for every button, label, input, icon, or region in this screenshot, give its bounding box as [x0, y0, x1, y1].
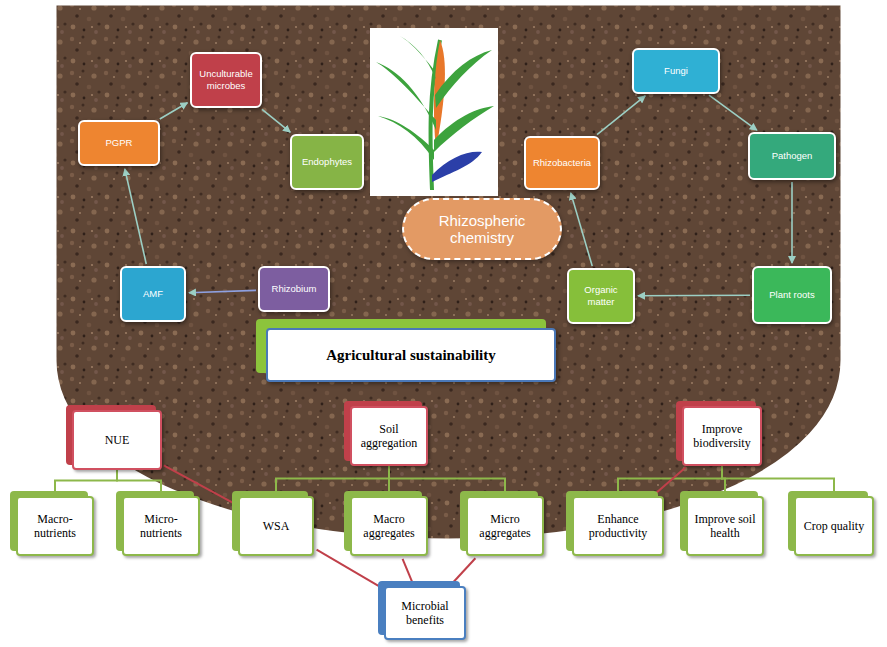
- flow-arrow: [189, 290, 256, 292]
- benefit-box: Improve biodiversity: [682, 406, 762, 466]
- detail-box: Macro-nutrients: [16, 496, 94, 556]
- green-leaf: [376, 62, 436, 130]
- factor-box: Organic matter: [567, 268, 635, 324]
- flow-arrow: [125, 169, 146, 264]
- link-line: [451, 558, 475, 584]
- green-leaf: [400, 36, 436, 80]
- factor-box: Plant roots: [752, 266, 832, 324]
- node-label: Unculturable microbes: [197, 68, 255, 92]
- blue-leaf: [432, 152, 482, 182]
- node-label: Improve soil health: [693, 512, 757, 541]
- green-leaf: [378, 116, 434, 160]
- detail-box: Micro aggregates: [466, 496, 544, 556]
- flow-arrow: [571, 193, 592, 266]
- link-line: [117, 470, 161, 491]
- microbe-box: Rhizobacteria: [524, 136, 600, 190]
- node-label: Pathogen: [772, 150, 813, 162]
- flow-arrow: [262, 109, 290, 132]
- node-label: Rhizospheric chemistry: [409, 212, 555, 246]
- chemistry-pill: Rhizospheric chemistry: [402, 198, 562, 260]
- node-label: Macro-nutrients: [23, 512, 87, 541]
- microbe-box: PGPR: [78, 120, 160, 166]
- node-label: Microbial benefits: [391, 599, 459, 628]
- detail-box: WSA: [238, 496, 314, 556]
- flow-arrow: [597, 96, 645, 135]
- green-leaf: [434, 106, 494, 152]
- link-line: [55, 470, 117, 491]
- node-label: Micro aggregates: [473, 512, 537, 541]
- node-label: Agricultural sustainability: [326, 347, 496, 364]
- flow-arrow: [709, 95, 757, 130]
- node-label: PGPR: [106, 137, 133, 149]
- node-label: Soil aggregation: [357, 422, 421, 451]
- central-box: Agricultural sustainability: [266, 328, 556, 382]
- flow-arrow: [791, 182, 793, 263]
- microbe-box: Endophytes: [290, 134, 364, 190]
- link-line: [403, 559, 414, 584]
- link-line: [655, 467, 686, 494]
- node-label: Improve biodiversity: [689, 422, 755, 451]
- microbe-box: Pathogen: [748, 132, 836, 180]
- node-label: Enhance productivity: [579, 512, 657, 541]
- node-label: AMF: [143, 288, 163, 300]
- detail-box: Crop quality: [794, 496, 874, 556]
- node-label: Rhizobium: [272, 283, 317, 295]
- plant-panel: [370, 28, 498, 196]
- link-line: [618, 466, 722, 491]
- benefit-box: NUE: [72, 410, 162, 470]
- node-label: Fungi: [664, 65, 688, 77]
- link-line: [276, 466, 389, 491]
- node-label: Micro-nutrients: [129, 512, 193, 541]
- benefit-box: Soil aggregation: [350, 406, 428, 466]
- green-leaf: [435, 50, 492, 108]
- node-label: Plant roots: [769, 289, 814, 301]
- link-line: [722, 466, 834, 491]
- node-label: Macro aggregates: [357, 512, 421, 541]
- flow-arrow: [160, 103, 188, 119]
- flow-arrow: [638, 294, 750, 296]
- node-label: Crop quality: [804, 519, 864, 533]
- detail-box: Enhance productivity: [572, 496, 664, 556]
- microbe-box: AMF: [120, 266, 186, 322]
- node-label: Organic matter: [574, 284, 628, 308]
- summary-box: Microbial benefits: [384, 586, 466, 640]
- node-label: NUE: [105, 433, 130, 447]
- node-label: Endophytes: [302, 156, 352, 168]
- microbe-box: Fungi: [632, 48, 720, 94]
- microbe-box: Rhizobium: [258, 266, 330, 312]
- detail-box: Improve soil health: [686, 496, 764, 556]
- detail-box: Macro aggregates: [350, 496, 428, 556]
- detail-box: Micro-nutrients: [122, 496, 200, 556]
- microbe-box: Unculturable microbes: [190, 52, 262, 108]
- node-label: WSA: [263, 519, 290, 533]
- link-line: [389, 466, 505, 491]
- node-label: Rhizobacteria: [533, 157, 591, 169]
- soil-region: [55, 4, 842, 540]
